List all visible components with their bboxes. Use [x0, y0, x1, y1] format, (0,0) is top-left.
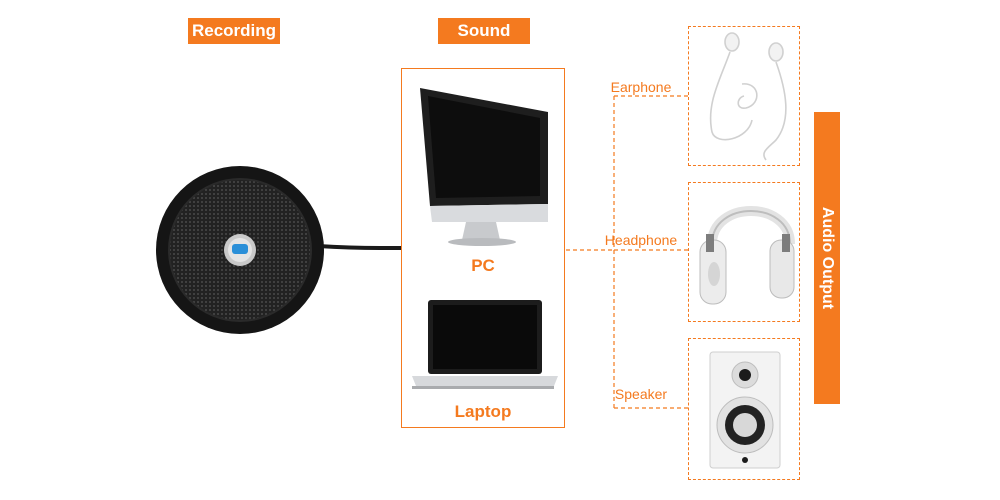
- sound-header: Sound: [438, 18, 530, 44]
- headphone-label: Headphone: [604, 232, 678, 248]
- pc-monitor-icon: [420, 88, 548, 246]
- audio-output-label-wrap: Audio Output: [814, 112, 840, 404]
- speaker-box: [688, 338, 800, 480]
- speaker-label: Speaker: [614, 386, 668, 402]
- headphone-icon: [699, 206, 795, 305]
- laptop-icon: [412, 300, 558, 389]
- sound-devices-box: [401, 68, 565, 428]
- headphone-box: [688, 182, 800, 322]
- microphone-cable: [317, 244, 402, 250]
- pc-label: PC: [471, 256, 495, 275]
- earphone-label: Earphone: [610, 79, 672, 95]
- audio-output-bar: [814, 112, 840, 404]
- conference-microphone: [156, 166, 324, 334]
- speaker-icon: [709, 351, 781, 469]
- mic-logo-icon: [232, 244, 248, 254]
- earphone-box: [688, 26, 800, 166]
- audio-output-label: Audio Output: [819, 206, 836, 310]
- earphone-icon: [709, 32, 787, 161]
- recording-header: Recording: [188, 18, 280, 44]
- laptop-label: Laptop: [454, 402, 512, 421]
